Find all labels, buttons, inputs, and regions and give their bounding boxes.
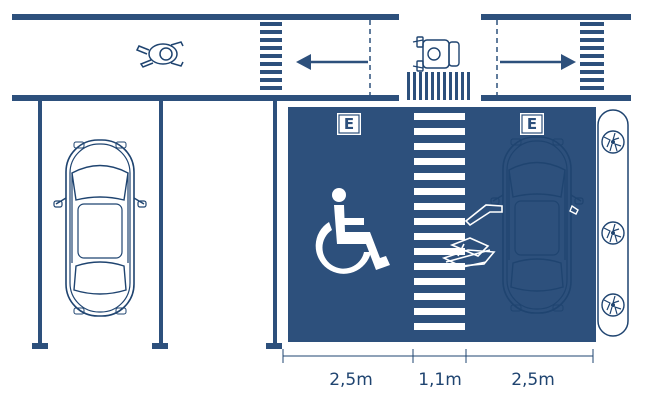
- sign-right: E: [520, 113, 544, 135]
- shrub-icon: [601, 293, 625, 317]
- sign-left: E: [337, 113, 361, 135]
- sign-right-text: E: [527, 115, 537, 133]
- left-parking-structure: [32, 101, 282, 349]
- car-icon: [53, 139, 147, 317]
- wheelchair-folded-icon: [441, 237, 496, 269]
- dimension-label-right: 2,5m: [511, 370, 555, 390]
- sign-left-text: E: [344, 115, 354, 133]
- person-walking-icon: [135, 41, 184, 68]
- arrow-right-icon: [500, 54, 576, 70]
- tactile-paving-right: [580, 22, 604, 90]
- tactile-paving-left: [260, 22, 282, 90]
- planter-strip: [597, 109, 629, 337]
- wheelchair-user-icon: [315, 188, 390, 274]
- shrub-icon: [601, 130, 625, 154]
- open-car-door: [464, 204, 579, 227]
- dimension-label-left: 2,5m: [329, 370, 373, 390]
- dimension-label-aisle: 1,1m: [418, 370, 462, 390]
- access-aisle-stripes: [414, 113, 465, 330]
- sidewalk: [12, 14, 631, 101]
- wheelchair-top-view-icon: [412, 36, 460, 72]
- tactile-paving-ramp: [407, 72, 470, 100]
- shrub-icon: [601, 221, 625, 245]
- arrow-left-icon: [296, 54, 368, 70]
- dimension-line: [282, 349, 594, 363]
